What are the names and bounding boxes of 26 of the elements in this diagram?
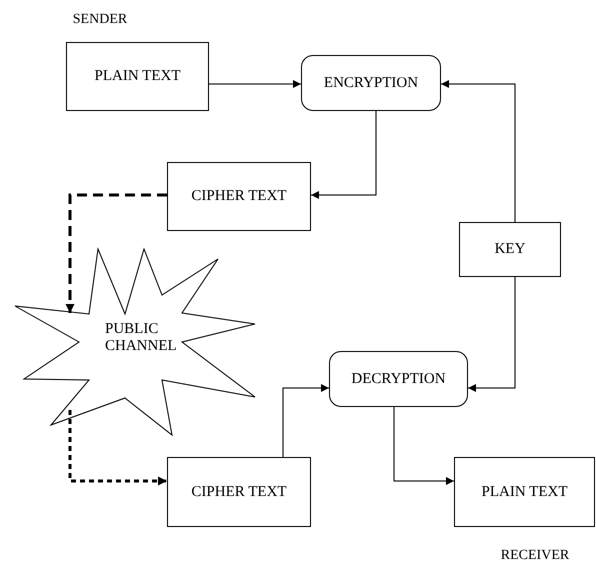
text-box — [167, 162, 311, 231]
dashed-arrow — [68, 410, 167, 486]
node-label: PLAIN TEXT — [482, 484, 568, 500]
process-box — [301, 55, 441, 111]
arrow — [310, 110, 376, 199]
node-label: CIPHER TEXT — [191, 484, 287, 500]
node-label: KEY — [494, 241, 526, 258]
arrow — [440, 80, 516, 222]
node-caption: SENDER — [72, 12, 128, 28]
text-box — [167, 457, 311, 527]
text-box — [454, 457, 595, 527]
node-label: PUBLIC CHANNEL — [105, 321, 178, 355]
node-label: CIPHER TEXT — [191, 188, 287, 205]
node-label: PLAIN TEXT — [94, 68, 180, 85]
process-box — [329, 351, 468, 407]
node-label: ENCRYPTION — [324, 74, 418, 92]
arrow — [468, 276, 516, 392]
node-label: DECRYPTION — [351, 370, 446, 388]
starburst-shape — [14, 247, 256, 436]
text-box — [459, 222, 561, 277]
arrow — [394, 406, 454, 485]
arrow — [208, 80, 302, 88]
text-box — [66, 42, 209, 111]
arrow — [282, 384, 330, 458]
node-caption: RECEIVER — [500, 548, 570, 564]
dashed-arrow — [66, 194, 167, 313]
